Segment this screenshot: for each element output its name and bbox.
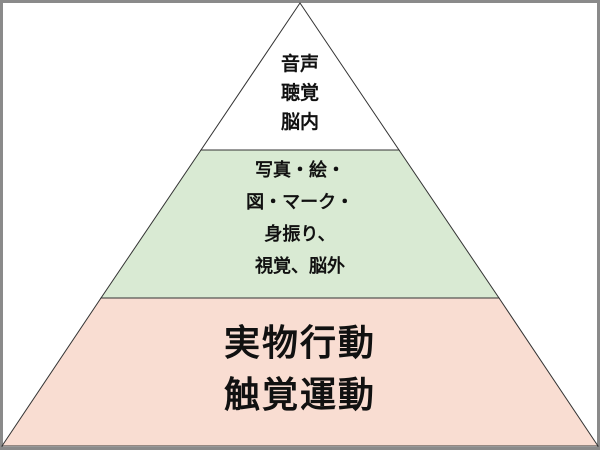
tier-bottom-label: 実物行動 触覚運動: [0, 318, 600, 422]
tier-text: 図・マーク・: [246, 192, 354, 213]
pyramid-tier-bottom: [1, 297, 599, 447]
tier-text: 写真・絵・: [255, 160, 345, 181]
tier-text: 音声: [280, 53, 319, 75]
tier-text: 触覚運動: [223, 375, 376, 416]
tier-text: 聴覚: [280, 82, 319, 104]
tier-middle-label: 写真・絵・ 図・マーク・ 身振り、 視覚、脳外: [0, 155, 600, 283]
tier-text: 身振り、: [264, 224, 336, 245]
tier-top-label: 音声 聴覚 脳内: [0, 50, 600, 137]
tier-text: 視覚、脳外: [255, 256, 345, 277]
tier-text: 脳内: [280, 111, 319, 133]
tier-text: 実物行動: [223, 323, 376, 364]
